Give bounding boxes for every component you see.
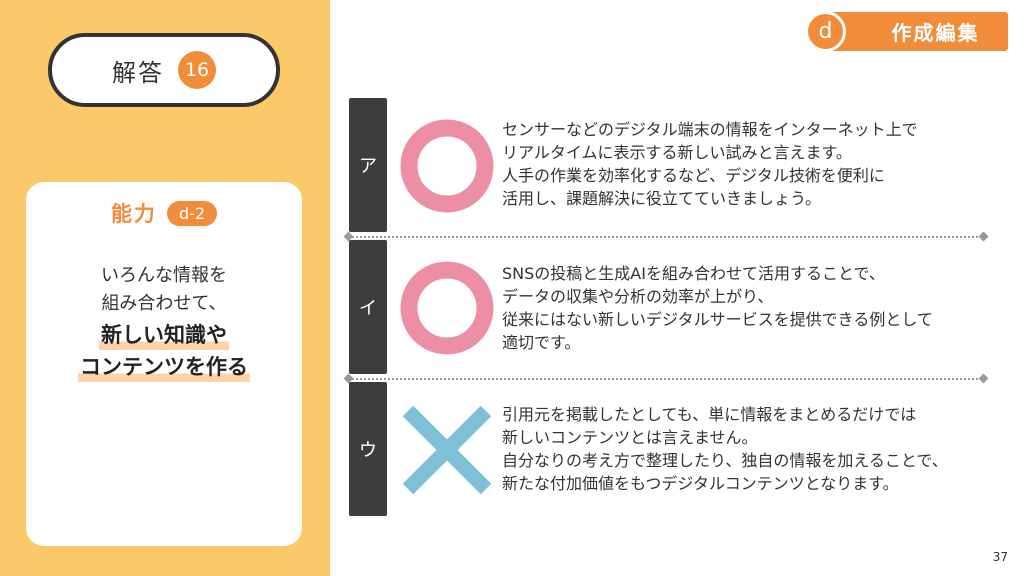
ability-card: 能力 d-2 いろんな情報を 組み合わせて、 新しい知識や コンテンツを作る: [26, 182, 302, 546]
left-panel: 解答 16 能力 d-2 いろんな情報を 組み合わせて、 新しい知識や コンテン…: [0, 0, 330, 576]
row-explanation-u: 引用元を掲載したとしても、単に情報をまとめるだけでは 新しいコンテンツとは言えま…: [502, 403, 1002, 495]
ability-emphasis: コンテンツを作る: [78, 352, 250, 382]
ability-title: 能力: [110, 202, 157, 226]
explanation-line: 従来にはない新しいデジタルサービスを提供できる例として: [502, 310, 933, 329]
row-tab-a: ア: [349, 98, 387, 232]
explanation-line: 自分なりの考え方で整理したり、独自の情報を加えることで、: [502, 451, 948, 470]
explanation-line: SNSの投稿と生成AIを組み合わせて活用することで、: [502, 264, 885, 283]
explanation-line: リアルタイムに表示する新しい試みと言えます。: [502, 143, 852, 162]
correct-circle-icon: [400, 261, 494, 355]
explanation-line: 人手の作業を効率化するなど、デジタル技術を便利に: [502, 166, 885, 185]
row-tab-i: イ: [349, 240, 387, 374]
category-tag-bar: [825, 12, 1008, 51]
separator-diamond-icon: [978, 231, 989, 242]
ability-emphasis: 新しい知識や: [99, 320, 229, 350]
correct-circle-icon: [400, 119, 494, 213]
incorrect-cross-icon: [402, 405, 492, 495]
explanation-line: 活用し、課題解決に役立てていきましょう。: [502, 189, 822, 208]
separator-diamond-icon: [978, 373, 989, 384]
ability-badge: d-2: [166, 200, 218, 226]
row-separator: [349, 378, 985, 380]
explanation-line: 新たな付加価値をもつデジタルコンテンツとなります。: [502, 474, 899, 493]
explanation-line: 新しいコンテンツとは言えません。: [502, 428, 758, 447]
ability-header: 能力 d-2: [26, 198, 302, 228]
explanation-line: 適切です。: [502, 333, 581, 352]
explanation-line: データの収集や分析の効率が上がり、: [502, 287, 774, 306]
answer-pill: 解答 16: [48, 33, 280, 107]
category-letter-badge: d: [805, 11, 846, 52]
row-separator: [349, 236, 985, 238]
ability-line: 組み合わせて、: [101, 293, 227, 314]
row-tab-u: ウ: [349, 382, 387, 516]
row-explanation-i: SNSの投稿と生成AIを組み合わせて活用することで、 データの収集や分析の効率が…: [502, 262, 1002, 354]
answer-number-badge: 16: [178, 51, 216, 89]
category-tag: d 作成編集: [805, 11, 1008, 52]
ability-line: いろんな情報を: [101, 265, 227, 286]
explanation-line: 引用元を掲載したとしても、単に情報をまとめるだけでは: [502, 405, 917, 424]
category-label: 作成編集: [891, 21, 980, 45]
ability-description: いろんな情報を 組み合わせて、 新しい知識や コンテンツを作る: [26, 262, 302, 382]
row-explanation-a: センサーなどのデジタル端末の情報をインターネット上で リアルタイムに表示する新し…: [502, 118, 1002, 210]
answer-label: 解答: [112, 58, 164, 87]
page-number: 37: [992, 550, 1008, 564]
explanation-line: センサーなどのデジタル端末の情報をインターネット上で: [502, 120, 918, 139]
